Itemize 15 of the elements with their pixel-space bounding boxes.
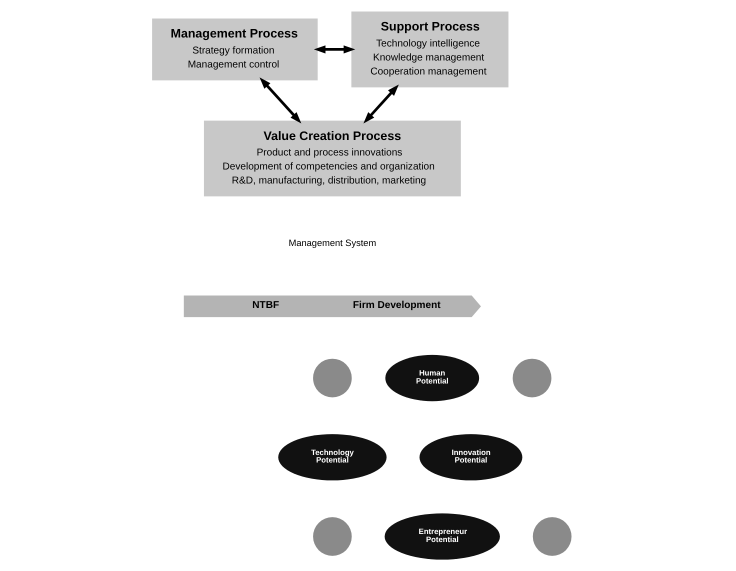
node-circle [313,517,352,556]
node-box: Management Process Strategy formation Management control [152,18,318,80]
node-circle [512,358,552,398]
node-circle [313,358,352,398]
node-ellipse: Technology Potential [278,434,387,480]
node-ellipse: Human Potential [385,354,480,402]
node-box: Value Creation Process Product and process innovations Development of competencies and organization R&D, manufacturing, distribution, marketing [204,120,461,196]
node-ellipse: Entrepreneur Potential [384,513,500,560]
arrow [363,84,399,124]
node-ellipse: Innovation Potential [420,434,522,480]
node-box: Support Process Technology intelligence Knowledge management Cooperation management [351,11,508,88]
label: Management System [288,238,376,248]
node-circle [532,517,572,556]
arrow [260,77,302,124]
arrow [314,45,356,54]
